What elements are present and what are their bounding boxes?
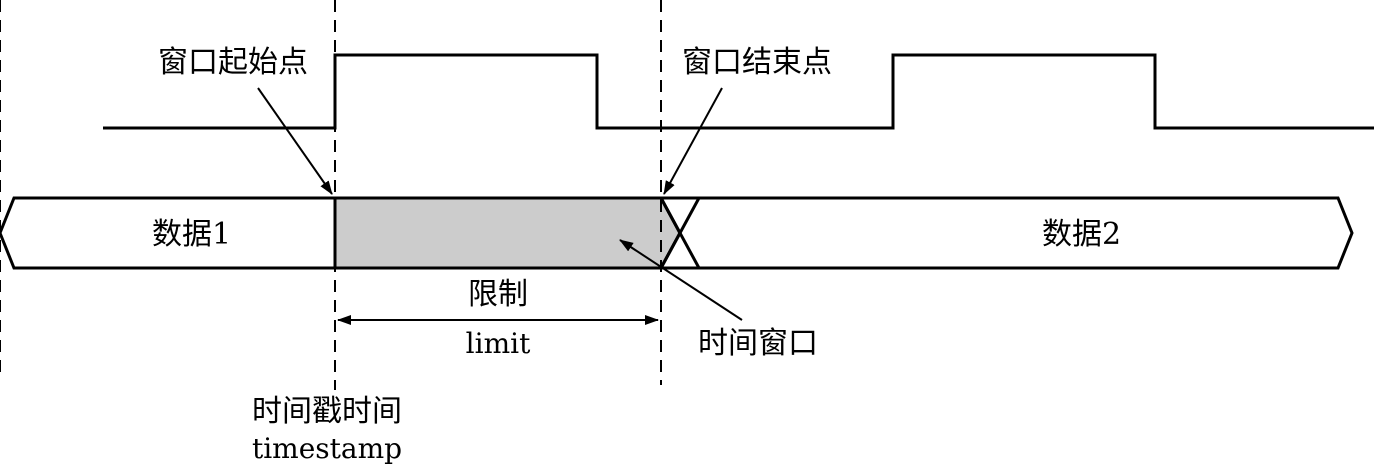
- time-window-label: 时间窗口: [698, 326, 818, 361]
- time-window-shaded-region: [333, 196, 682, 270]
- timestamp-label-zh: 时间戳时间: [252, 394, 402, 429]
- limit-label-en: limit: [466, 327, 531, 360]
- window-start-pointer-arrow: [257, 87, 333, 195]
- window-start-label: 窗口起始点: [158, 45, 308, 80]
- limit-label-zh: 限制: [468, 277, 528, 312]
- timestamp-label-en: timestamp: [252, 432, 402, 464]
- window-end-pointer-arrow: [663, 87, 723, 195]
- window-end-label: 窗口结束点: [682, 45, 832, 80]
- time-window-pointer-arrow: [619, 239, 743, 321]
- data2-segment: [658, 196, 1354, 270]
- data2-label: 数据2: [1042, 217, 1121, 252]
- data1-label: 数据1: [152, 217, 231, 252]
